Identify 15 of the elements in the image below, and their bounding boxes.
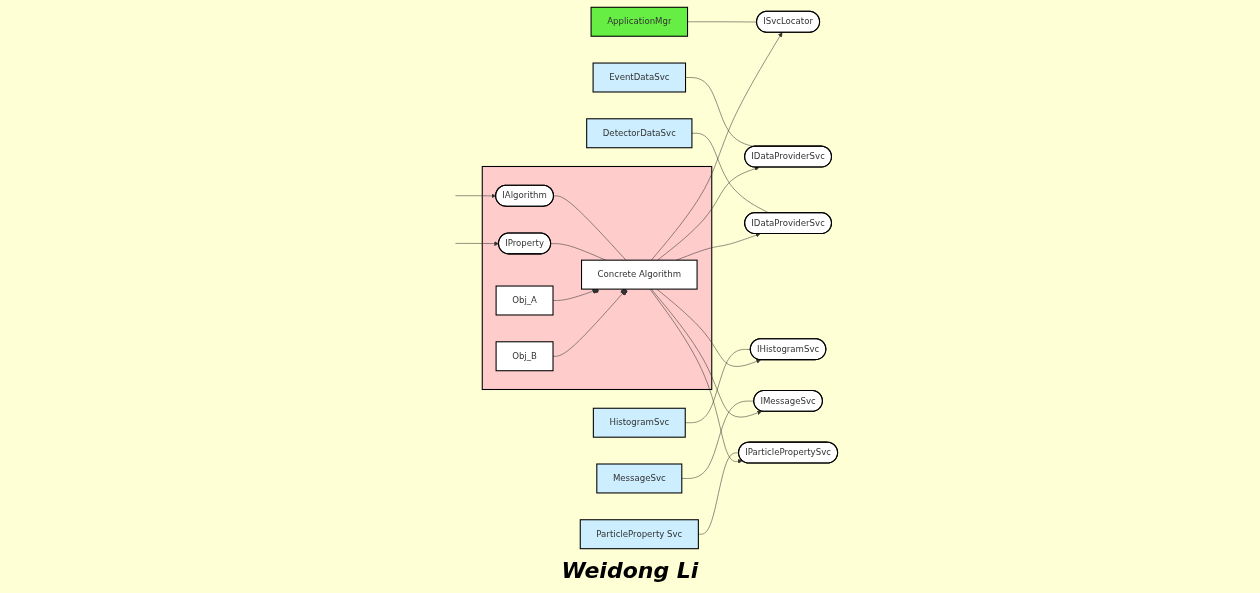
- node-box: EventDataSvc: [592, 62, 686, 92]
- node-box: DetectorDataSvc: [585, 117, 693, 148]
- node-box: Obj_B: [495, 340, 554, 371]
- connector: [553, 195, 626, 260]
- node-box: ApplicationMgr: [590, 6, 688, 37]
- connector: [691, 132, 769, 213]
- author-name: Weidong Li: [561, 558, 699, 583]
- node-box: ParticleProperty Svc: [579, 518, 699, 549]
- connector: [681, 400, 754, 479]
- node-box: HistogramSvc: [592, 407, 686, 438]
- connector: [697, 452, 739, 534]
- node-box: Obj_A: [495, 285, 554, 315]
- node-box: MessageSvc: [595, 462, 682, 493]
- cluster: [481, 165, 712, 390]
- node-box: Concrete Algorithm: [580, 259, 698, 290]
